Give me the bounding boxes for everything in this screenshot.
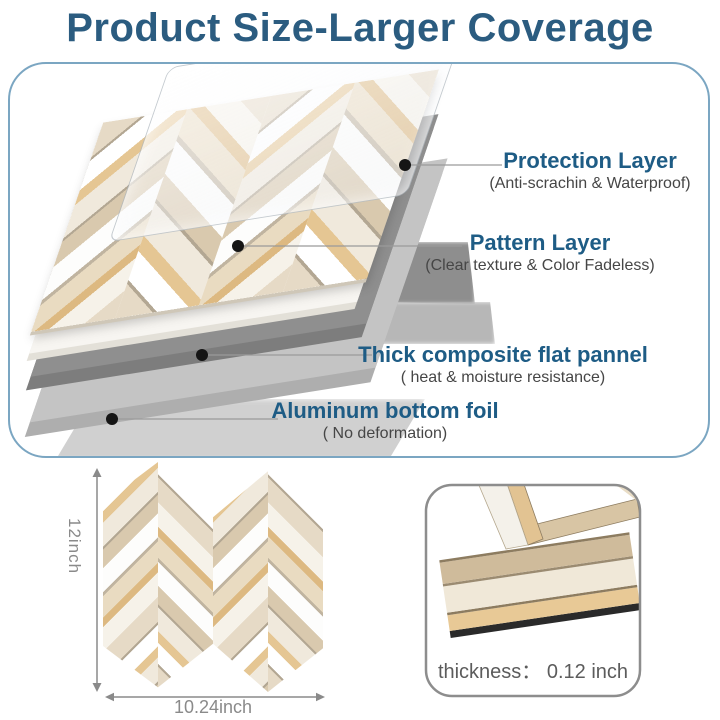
- width-dimension-label: 10.24inch: [173, 697, 253, 717]
- callout-dots: [106, 159, 411, 425]
- leader-lines: [106, 159, 502, 425]
- tile-corner-detail: [424, 483, 642, 698]
- composite-panel-label: Thick composite flat pannel ( heat & moi…: [348, 342, 658, 387]
- layer-desc: ( No deformation): [322, 425, 448, 443]
- pattern-layer-label: Pattern Layer (Clear texture & Color Fad…: [412, 230, 668, 275]
- layer-desc: (Anti-scrachin & Waterproof): [489, 175, 691, 193]
- height-arrow: [92, 468, 102, 692]
- width-arrow: [105, 692, 325, 702]
- chevron-column: [103, 462, 158, 692]
- page-title: Product Size-Larger Coverage: [66, 6, 654, 50]
- thickness-label: thickness： 0.12 inch: [437, 661, 629, 683]
- layer-desc: (Clear texture & Color Fadeless): [425, 257, 655, 275]
- protection-layer-label: Protection Layer (Anti-scrachin & Waterp…: [462, 148, 708, 193]
- height-dimension-label: 12inch: [65, 518, 84, 575]
- layer-name: Aluminum bottom foil: [271, 398, 499, 423]
- thickness-detail-panel: [424, 483, 642, 698]
- chevron-tile-pattern: [103, 462, 323, 692]
- chevron-column: [158, 462, 213, 692]
- layer-desc: ( heat & moisture resistance): [400, 369, 606, 387]
- layer-name: Protection Layer: [503, 148, 677, 173]
- layers-diagram-panel: Protection Layer (Anti-scrachin & Waterp…: [8, 62, 710, 458]
- chevron-column: [268, 462, 323, 692]
- layer-name: Thick composite flat pannel: [358, 342, 648, 367]
- chevron-column: [213, 462, 268, 692]
- aluminum-foil-label: Aluminum bottom foil ( No deformation): [250, 398, 520, 443]
- layer-name: Pattern Layer: [469, 230, 611, 255]
